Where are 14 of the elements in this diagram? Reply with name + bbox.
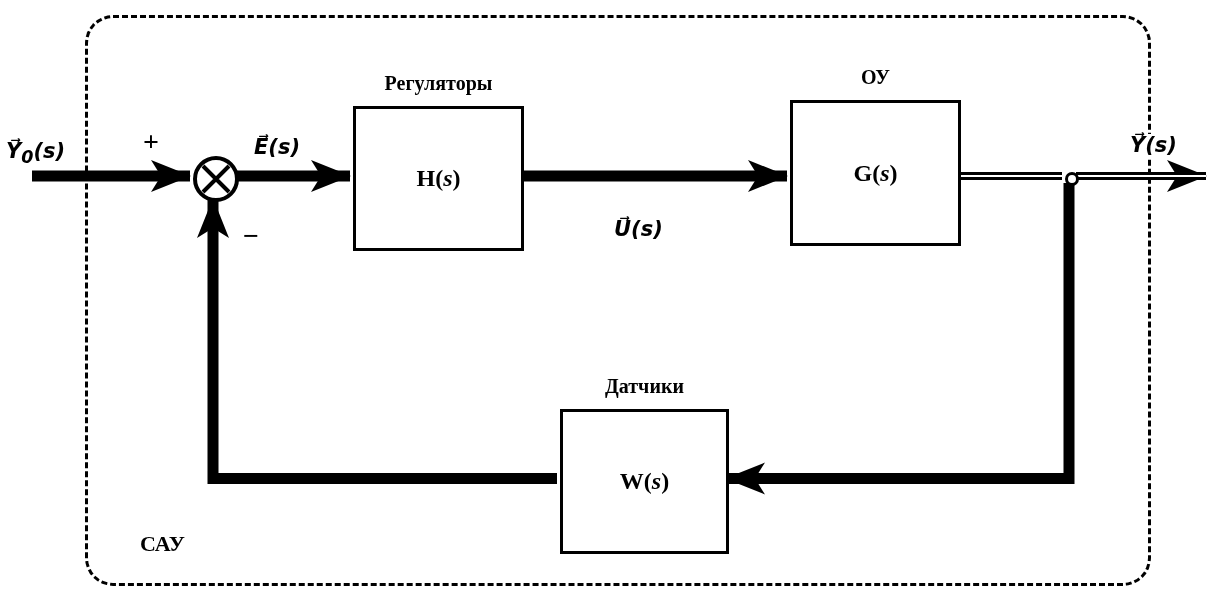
signal-arrow bbox=[32, 160, 191, 192]
branch-point bbox=[1065, 172, 1079, 186]
sign-label: − bbox=[243, 222, 259, 250]
double-line-arrow bbox=[1076, 160, 1207, 192]
signal-arrow bbox=[236, 160, 351, 192]
transfer-function: H(s) bbox=[416, 165, 461, 192]
sign-label: + bbox=[143, 128, 159, 156]
block-heading: ОУ bbox=[860, 66, 891, 89]
transfer-function: W(s) bbox=[619, 468, 670, 495]
block-heading: Регуляторы bbox=[384, 72, 493, 95]
block-heading: Датчики bbox=[605, 375, 684, 398]
transfer-function: G(s) bbox=[853, 159, 898, 187]
boundary-label: САУ bbox=[140, 531, 185, 557]
signal-arrow bbox=[197, 198, 557, 484]
